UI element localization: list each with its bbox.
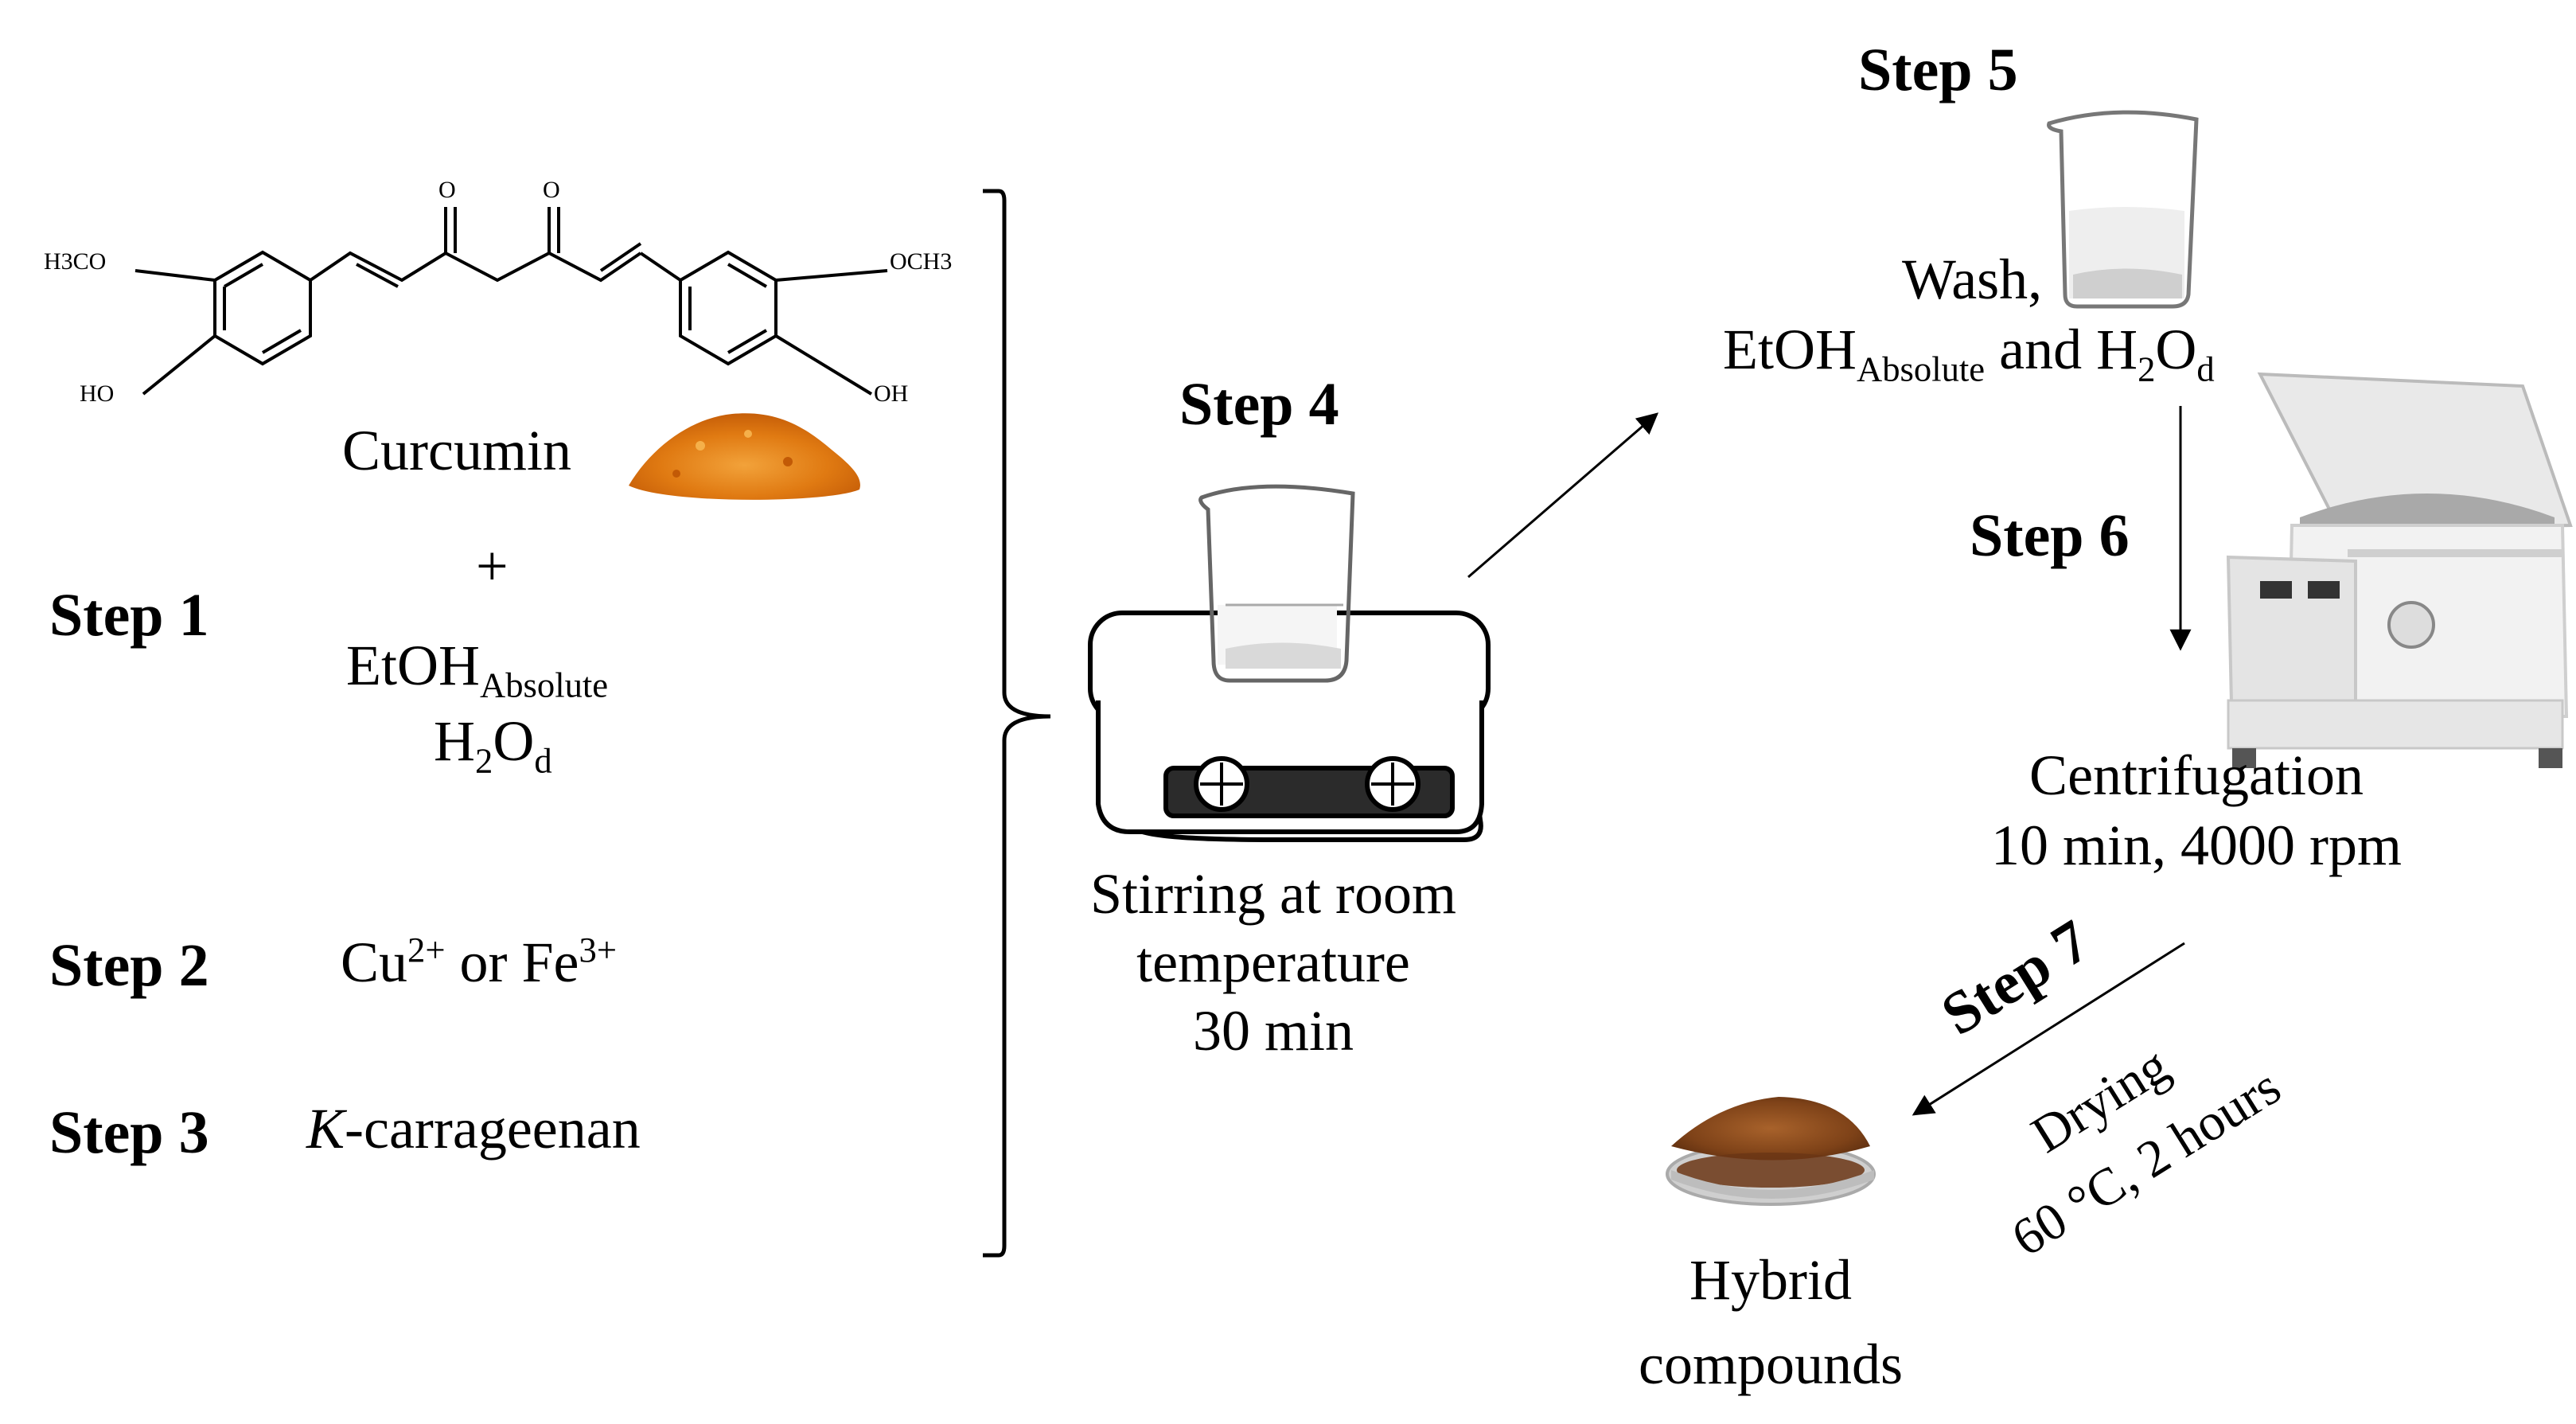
step4-caption-line1: Stirring at room	[1090, 862, 1456, 926]
step6-caption-line2: 10 min, 4000 rpm	[1991, 813, 2402, 877]
molecule-substituent-h3co: H3CO	[44, 248, 107, 275]
centrifuge-image	[2226, 372, 2573, 768]
product-caption-line2: compounds	[1639, 1332, 1903, 1396]
molecule-substituent-ho: HO	[80, 380, 115, 407]
step1-label: Step 1	[49, 582, 209, 649]
step3-carrageenan: K-carrageenan	[306, 1097, 641, 1161]
step3-label: Step 3	[49, 1099, 209, 1166]
step4-caption: Stirring at room temperature 30 min	[1066, 860, 1480, 1065]
curcumin-structure	[134, 207, 888, 396]
step4-caption-line2: temperature	[1136, 930, 1410, 994]
curcumin-label: Curcumin	[342, 419, 571, 482]
arrow-step7-to-product	[1912, 942, 2185, 1116]
step5-wash-label: Wash,	[1902, 248, 2043, 311]
step2-label: Step 2	[49, 932, 209, 999]
grouping-bracket	[983, 189, 1051, 1258]
wash-beaker-image	[2047, 110, 2199, 309]
product-caption: Hybrid compounds	[1576, 1238, 1966, 1406]
step2-metal-ions: Cu2+ or Fe3+	[341, 930, 617, 994]
step4-caption-line3: 30 min	[1192, 999, 1354, 1063]
molecule-substituent-oh: OH	[874, 380, 909, 407]
product-petri-dish-image	[1666, 1097, 1876, 1206]
arrow-step4-to-step5	[1467, 412, 1659, 579]
beaker-on-hotplate-image	[1198, 484, 1355, 683]
hotplate-stirrer-image	[1088, 611, 1491, 842]
step6-caption: Centrifugation 10 min, 4000 rpm	[1958, 740, 2435, 880]
step1-ethanol: EtOHAbsolute	[346, 634, 609, 705]
step5-solvents: EtOHAbsolute and H2Od	[1723, 318, 2215, 389]
molecule-carbonyl-o-1: O	[438, 177, 456, 203]
molecule-substituent-och3: OCH3	[890, 248, 953, 275]
step6-label: Step 6	[1970, 502, 2130, 569]
step5-label: Step 5	[1858, 37, 2018, 103]
step4-label: Step 4	[1179, 371, 1339, 438]
step1-water: H2Od	[434, 709, 552, 781]
plus-sign: +	[476, 534, 509, 598]
molecule-carbonyl-o-2: O	[543, 177, 560, 203]
step6-caption-line1: Centrifugation	[2029, 743, 2364, 807]
curcumin-powder-image	[629, 413, 860, 500]
product-caption-line1: Hybrid	[1689, 1248, 1852, 1312]
